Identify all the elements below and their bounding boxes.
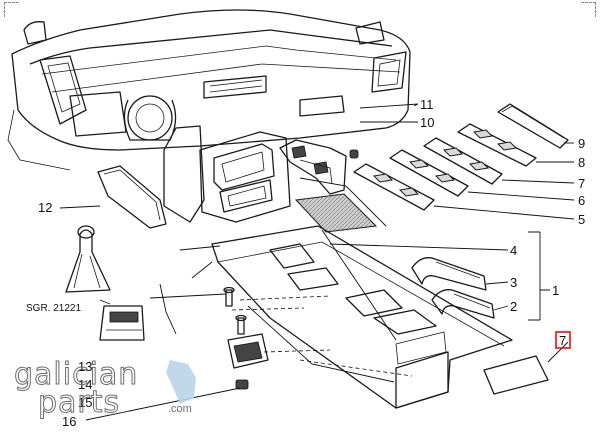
part-10-clip — [349, 149, 359, 159]
callout-11: 11 — [420, 97, 434, 112]
callout-5: 5 — [578, 212, 585, 227]
callout-7: 7 — [578, 176, 585, 191]
callout-9: 9 — [578, 136, 585, 151]
gear-lever-boot — [65, 225, 111, 293]
screws — [223, 286, 247, 335]
part-16-clip — [235, 379, 249, 390]
part-5-switch-strip — [353, 163, 435, 211]
part-8-switch-strip — [457, 123, 537, 167]
part-3-bracket — [411, 257, 487, 291]
callout-1: 1 — [552, 283, 559, 298]
watermark-line-2: parts — [38, 385, 120, 420]
dashboard-outline — [7, 9, 411, 223]
callout-12: 12 — [38, 200, 52, 215]
callout-2: 2 — [510, 299, 517, 314]
callout-14: 14 — [78, 377, 92, 392]
center-stack-frame — [199, 131, 291, 223]
part-11-switch-panel — [279, 139, 347, 195]
callout-3: 3 — [510, 275, 517, 290]
watermark-line-1: galician — [14, 357, 138, 392]
callout-13: 13 — [78, 359, 92, 374]
view-corner-mark-right — [581, 2, 596, 17]
part-7-switch-strip — [423, 137, 503, 185]
leader-lines — [59, 103, 575, 421]
galicianparts-watermark: galician parts .com — [14, 357, 196, 421]
part-17-tray-cover — [483, 355, 549, 395]
callout-10: 10 — [420, 115, 434, 130]
part-9-blank-cover — [497, 103, 569, 149]
callout-labels: 12 11 10 9 8 7 6 5 4 3 2 1 7 13 14 15 16… — [26, 97, 585, 429]
callout-15: 15 — [78, 395, 92, 410]
callout-6: 6 — [578, 193, 585, 208]
part-12-side-cover — [97, 165, 167, 229]
part-13-switch-block — [99, 305, 145, 341]
center-console — [211, 225, 513, 409]
part-15-ashtray — [227, 333, 269, 369]
reference-code: SGR. 21221 — [26, 303, 81, 314]
view-corner-mark-left — [4, 2, 19, 17]
callout-4: 4 — [510, 243, 517, 258]
galicia-map-shape — [166, 360, 196, 404]
part-2-bracket — [431, 289, 495, 319]
callout-8: 8 — [578, 155, 585, 170]
highlighted-part-box — [555, 331, 571, 349]
console-mat — [294, 193, 378, 233]
callout-16: 16 — [62, 414, 76, 429]
callout-7-highlighted: 7 — [559, 333, 566, 348]
assembly-lines — [231, 177, 413, 383]
part-6-switch-strip — [389, 149, 469, 197]
watermark-domain: .com — [168, 403, 192, 415]
